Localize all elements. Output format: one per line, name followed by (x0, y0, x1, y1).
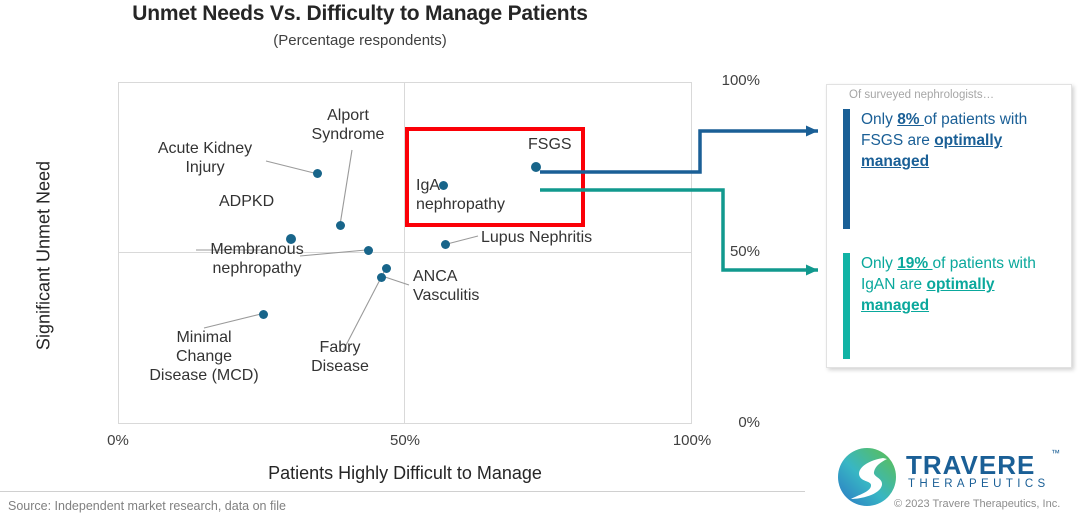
chart-subtitle: (Percentage respondents) (273, 32, 447, 49)
travere-tagline: THERAPEUTICS (908, 478, 1050, 490)
travere-logo: TRAVERE ™ THERAPEUTICS © 2023 Travere Th… (836, 446, 1076, 516)
data-point-fabry-disease[interactable] (381, 263, 391, 273)
panel-kicker: Of surveyed nephrologists… (849, 89, 995, 101)
point-label-fabry-disease: Fabry Disease (311, 339, 369, 375)
callout-fsgs-text: Only 8% of patients with FSGS are optima… (861, 111, 1028, 170)
chart-title: Unmet Needs Vs. Difficulty to Manage Pat… (132, 2, 588, 25)
source-bar: Source: Independent market research, dat… (0, 491, 805, 522)
point-label-anca-vasculitis: ANCA Vasculitis (413, 268, 480, 304)
point-label-adpkd: ADPKD (219, 193, 275, 210)
data-point-membranous-nephropathy[interactable] (363, 245, 373, 255)
data-point-minimal-change-disease[interactable] (258, 309, 268, 319)
callout-fsgs-accent-bar (843, 109, 850, 229)
travere-trademark-icon: ™ (1051, 448, 1060, 458)
travere-wordmark: TRAVERE (906, 450, 1036, 480)
x-axis-title: Patients Highly Difficult to Manage (268, 463, 542, 483)
point-label-iga-nephropathy: IgA nephropathy (416, 177, 505, 213)
leader-lines (196, 149, 479, 352)
data-point-alport-syndrome[interactable] (335, 220, 345, 230)
source-text: Source: Independent market research, dat… (8, 499, 286, 513)
travere-mark-icon (838, 448, 896, 506)
data-point-iga-nephropathy[interactable] (438, 180, 448, 190)
y-tick-0: 0% (738, 414, 760, 431)
data-point-fsgs[interactable] (531, 162, 541, 172)
x-tick-50: 50% (389, 432, 421, 449)
data-point-lupus-nephritis[interactable] (440, 239, 450, 249)
point-label-alport-syndrome: Alport Syndrome (311, 107, 385, 143)
point-label-membranous-nephropathy: Membranous nephropathy (210, 241, 304, 277)
connector-igan-arrowhead (806, 264, 818, 276)
x-tick-0: 0% (107, 432, 129, 449)
gridline-x-50 (404, 82, 405, 424)
point-label-acute-kidney-injury: Acute Kidney Injury (157, 140, 253, 176)
x-tick-100: 100% (672, 432, 712, 449)
y-tick-100: 100% (721, 72, 760, 89)
connector-fsgs-arrowhead (806, 125, 818, 137)
data-point-anca-vasculitis[interactable] (376, 272, 386, 282)
scatter-chart: Unmet Needs Vs. Difficulty to Manage Pat… (34, 2, 761, 483)
callout-igan-text: Only 19% of patients with IgAN are optim… (861, 255, 1036, 314)
highlight-box (405, 127, 585, 227)
gridline-y-50 (118, 252, 692, 253)
point-label-minimal-change-disease: Minimal Change Disease (MCD) (149, 329, 259, 384)
copyright-text: © 2023 Travere Therapeutics, Inc. (894, 498, 1061, 510)
insights-panel: Of surveyed nephrologists… Only 8% of pa… (826, 84, 1072, 368)
data-point-acute-kidney-injury[interactable] (312, 168, 322, 178)
point-label-lupus-nephritis: Lupus Nephritis (481, 229, 593, 246)
data-point-adpkd[interactable] (286, 234, 296, 244)
callout-igan-accent-bar (843, 253, 850, 359)
